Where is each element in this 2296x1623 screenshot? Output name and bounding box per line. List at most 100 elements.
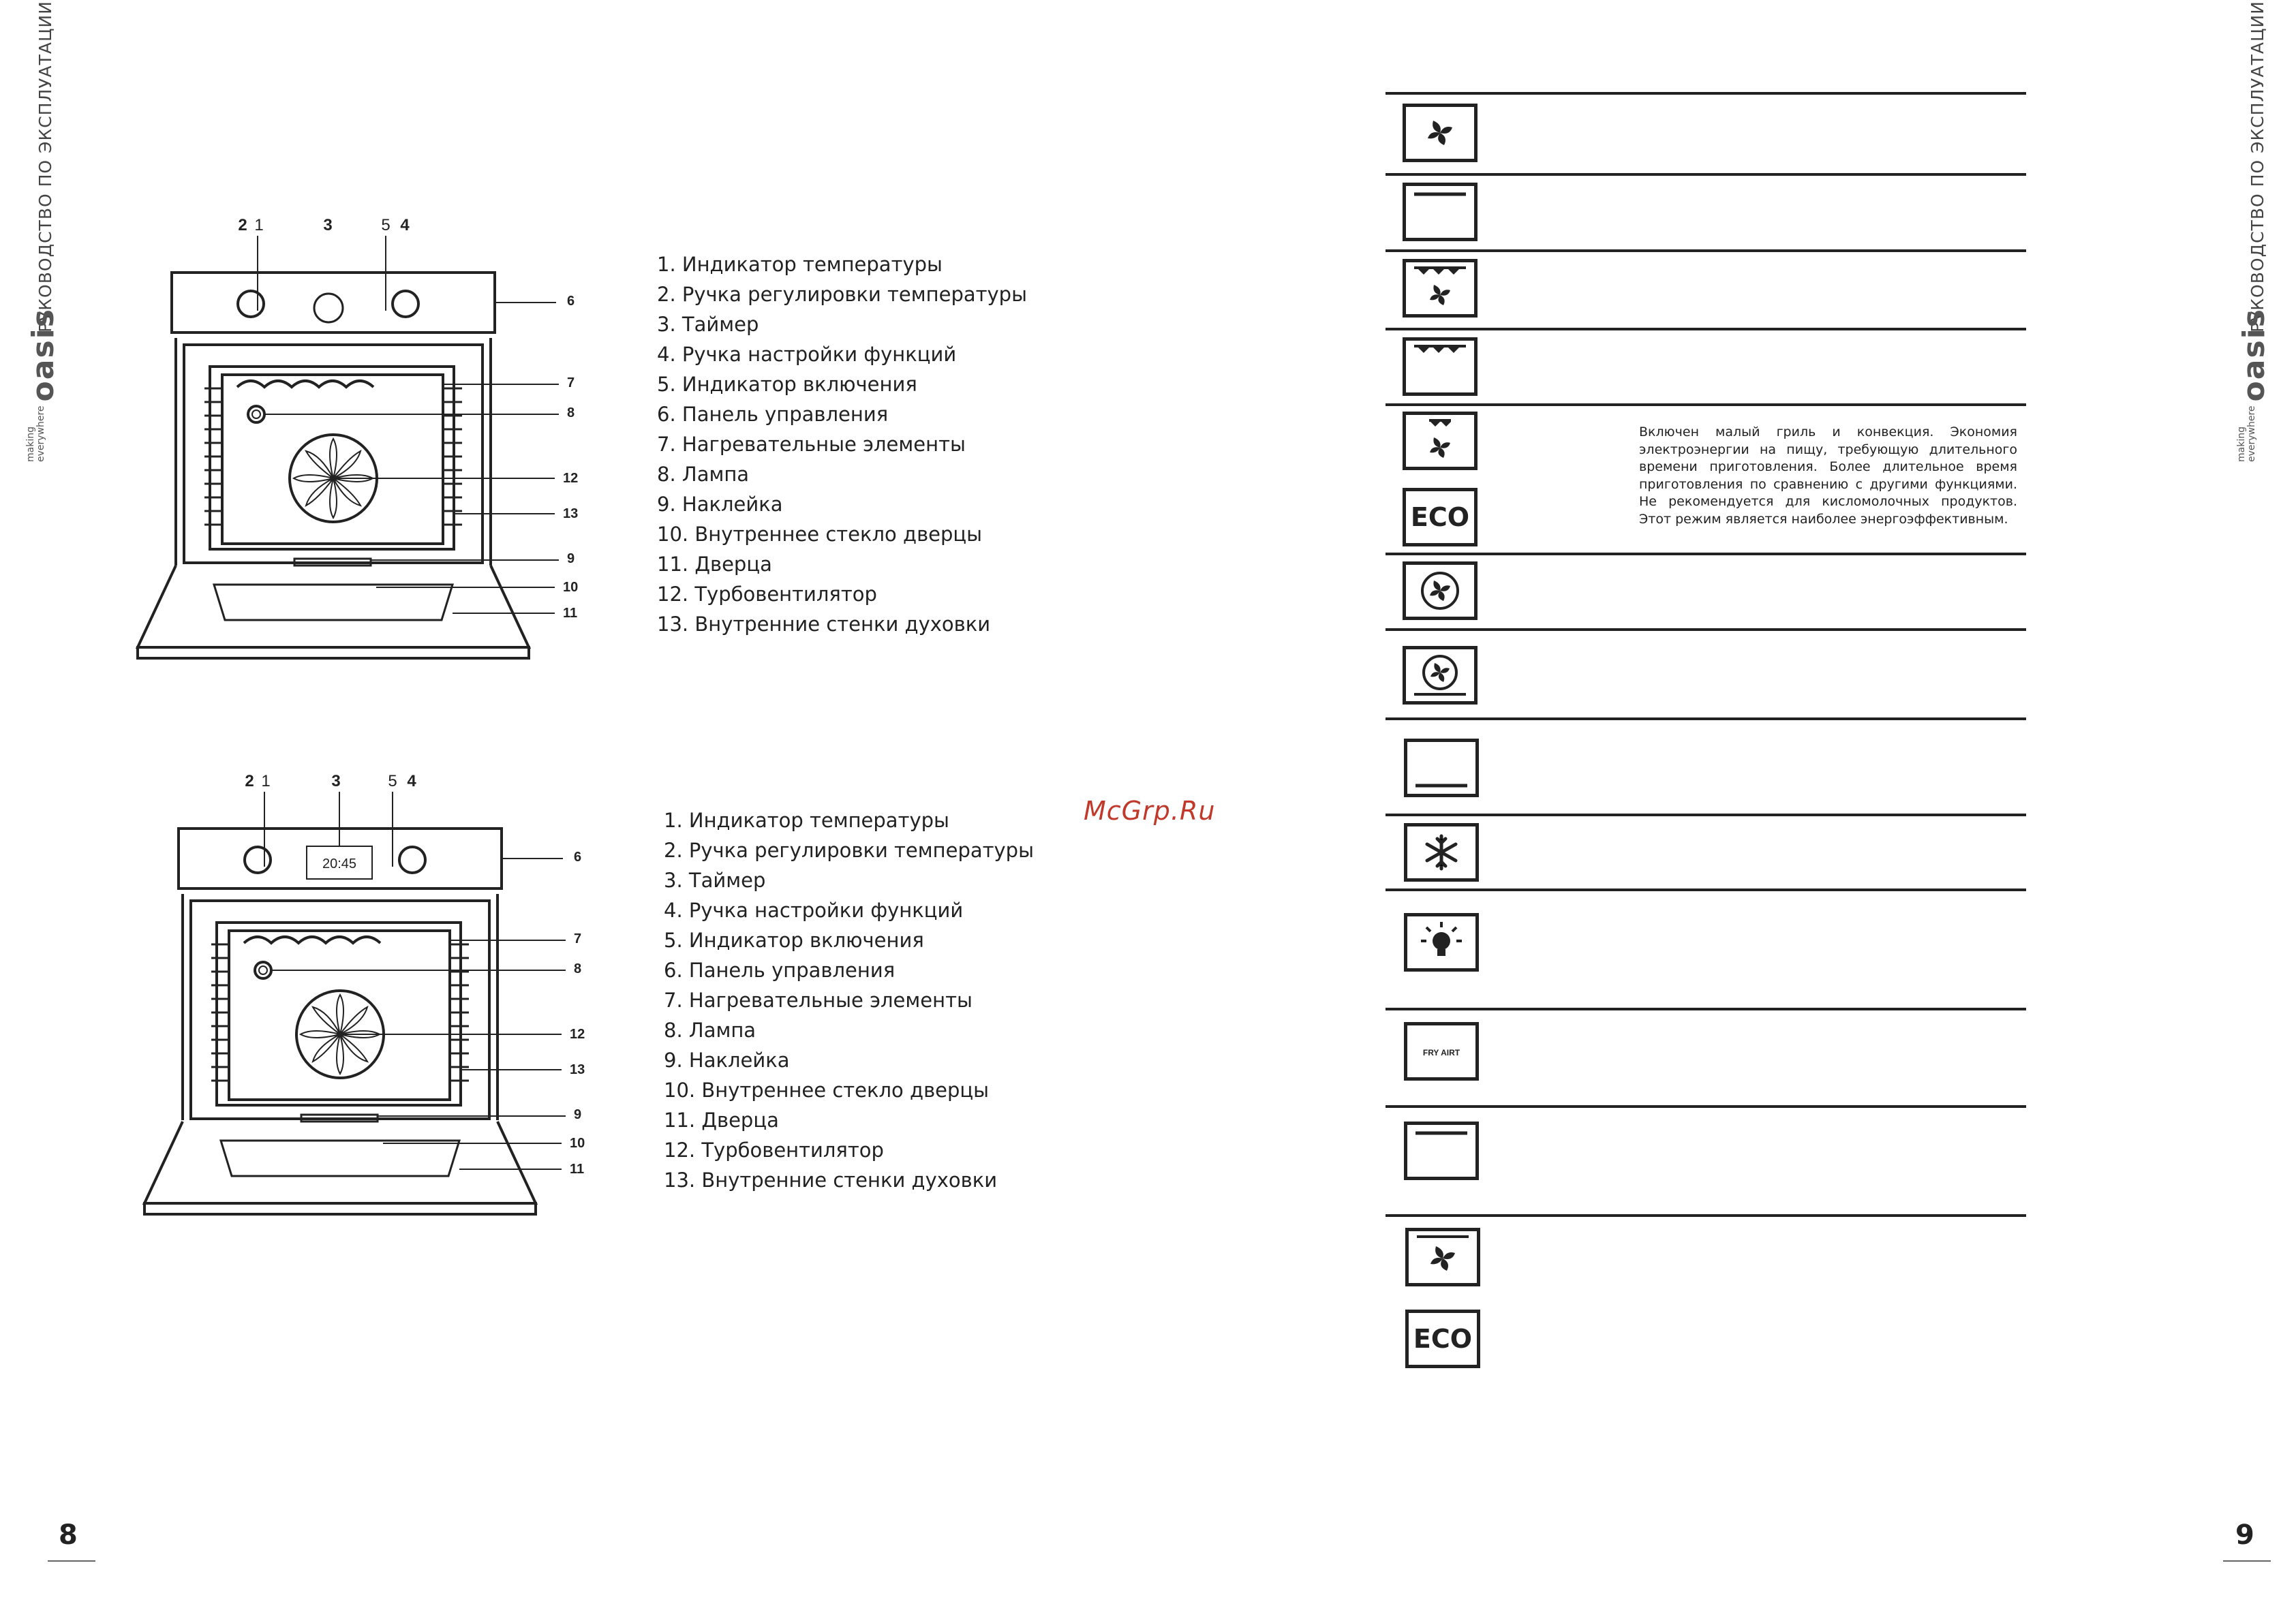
callout-1: 1 xyxy=(261,772,270,790)
list-item: 10. Внутреннее стекло дверцы xyxy=(664,1079,990,1102)
callout-3: 3 xyxy=(323,216,332,234)
ring-fan-icon xyxy=(1403,561,1478,620)
table-rule xyxy=(1386,1105,2026,1108)
top-heat-icon xyxy=(1404,1122,1479,1180)
eco-label: ECO xyxy=(1410,502,1470,532)
table-rule xyxy=(1386,553,2026,555)
callout-2: 2 xyxy=(238,216,247,234)
table-rule xyxy=(1386,888,2026,891)
oven-diagram-top: 2 1 3 5 4 6 7 8 12 13 9 10 11 xyxy=(123,211,600,661)
brand-tag-top: making xyxy=(25,427,36,462)
table-rule xyxy=(1386,1008,2026,1010)
callout-7: 7 xyxy=(574,931,581,946)
list-item: 5. Индикатор включения xyxy=(664,929,924,952)
callout-12: 12 xyxy=(570,1027,585,1042)
bottom-heat-icon xyxy=(1404,739,1479,797)
list-item: 10. Внутреннее стекло дверцы xyxy=(657,523,983,546)
list-item: 8. Лампа xyxy=(664,1019,756,1042)
list-item: 2. Ручка регулировки температуры xyxy=(657,283,1027,306)
list-item: 13. Внутренние стенки духовки xyxy=(657,613,991,636)
timer-display: 20:45 xyxy=(322,856,356,871)
parts-list-top: 1. Индикатор температуры 2. Ручка регули… xyxy=(657,249,1027,639)
callout-13: 13 xyxy=(563,506,578,521)
brand-name: oasis xyxy=(26,308,61,402)
callout-6: 6 xyxy=(574,850,581,865)
brand-tag-bottom: everywhere xyxy=(2246,405,2258,462)
list-item: 1. Индикатор температуры xyxy=(657,253,943,276)
small-grill-fan-icon xyxy=(1403,412,1478,470)
ring-fan-bottom-icon xyxy=(1403,646,1478,705)
table-rule xyxy=(1386,173,2026,176)
callout-11: 11 xyxy=(570,1162,584,1177)
list-item: 2. Ручка регулировки температуры xyxy=(664,839,1034,862)
page-number-right: 9 xyxy=(2235,1519,2254,1551)
callout-9: 9 xyxy=(574,1107,581,1122)
list-item: 3. Таймер xyxy=(664,869,766,892)
list-item: 3. Таймер xyxy=(657,313,759,336)
grill-fan-icon xyxy=(1403,259,1478,318)
brand-name: oasis xyxy=(2237,308,2271,402)
eco-icon: ECO xyxy=(1405,1310,1480,1368)
callout-13: 13 xyxy=(570,1062,585,1077)
callout-11: 11 xyxy=(563,606,577,621)
page-number-rule xyxy=(48,1560,95,1562)
list-item: 11. Дверца xyxy=(664,1109,779,1132)
callout-8: 8 xyxy=(574,961,581,976)
callout-3: 3 xyxy=(331,772,340,790)
list-item: 5. Индикатор включения xyxy=(657,373,917,396)
watermark: McGrp.Ru xyxy=(1084,796,1216,826)
list-item: 9. Наклейка xyxy=(657,493,783,516)
list-item: 12. Турбовентилятор xyxy=(664,1139,884,1162)
fan-icon xyxy=(1403,104,1478,162)
list-item: 6. Панель управления xyxy=(664,959,896,982)
oven-diagram-bottom: 20:45 2 1 3 5 4 6 7 8 12 13 9 10 11 xyxy=(129,766,607,1216)
callout-6: 6 xyxy=(567,294,575,309)
callout-5: 5 xyxy=(381,216,390,234)
list-item: 7. Нагревательные элементы xyxy=(657,433,966,456)
table-rule xyxy=(1386,717,2026,720)
list-item: 8. Лампа xyxy=(657,463,750,486)
callout-12: 12 xyxy=(563,471,578,486)
list-item: 4. Ручка настройки функций xyxy=(664,899,964,922)
callout-9: 9 xyxy=(567,551,575,566)
lamp-icon xyxy=(1404,913,1479,972)
list-item: 1. Индикатор температуры xyxy=(664,809,949,832)
callout-8: 8 xyxy=(567,405,575,420)
callout-2: 2 xyxy=(245,772,254,790)
fan-icon xyxy=(1405,1228,1480,1286)
eco-label: ECO xyxy=(1413,1324,1473,1354)
callout-4: 4 xyxy=(407,772,416,790)
top-heat-icon xyxy=(1403,183,1478,241)
table-rule xyxy=(1386,628,2026,631)
defrost-snowflake-icon xyxy=(1404,823,1479,882)
table-rule xyxy=(1386,403,2026,406)
table-rule xyxy=(1386,328,2026,330)
parts-list-bottom: 1. Индикатор температуры 2. Ручка регули… xyxy=(664,805,1034,1195)
page-number-rule xyxy=(2223,1560,2271,1562)
callout-7: 7 xyxy=(567,375,575,390)
callout-5: 5 xyxy=(388,772,397,790)
left-side-title: РУКОВОДСТВО ПО ЭКСПЛУАТАЦИИ xyxy=(35,1,55,333)
page-number-left: 8 xyxy=(59,1519,78,1551)
list-item: 9. Наклейка xyxy=(664,1049,790,1072)
fry-airt-icon: FRY AIRT xyxy=(1404,1022,1479,1081)
callout-1: 1 xyxy=(254,216,263,234)
table-rule xyxy=(1386,92,2026,95)
callout-10: 10 xyxy=(570,1136,585,1151)
function-description: Включен малый гриль и конвекция. Экономи… xyxy=(1639,424,2017,527)
grill-icon xyxy=(1403,337,1478,396)
table-rule xyxy=(1386,1214,2026,1217)
brand-tag-bottom: everywhere xyxy=(35,405,47,462)
list-item: 13. Внутренние стенки духовки xyxy=(664,1169,998,1192)
callout-10: 10 xyxy=(563,580,578,595)
right-side-title: РУКОВОДСТВО ПО ЭКСПЛУАТАЦИИ xyxy=(2248,1,2267,333)
callout-4: 4 xyxy=(400,216,410,234)
brand-tag-top: making xyxy=(2236,427,2247,462)
list-item: 7. Нагревательные элементы xyxy=(664,989,973,1012)
list-item: 6. Панель управления xyxy=(657,403,889,426)
list-item: 12. Турбовентилятор xyxy=(657,583,877,606)
table-rule xyxy=(1386,249,2026,252)
table-rule xyxy=(1386,814,2026,816)
